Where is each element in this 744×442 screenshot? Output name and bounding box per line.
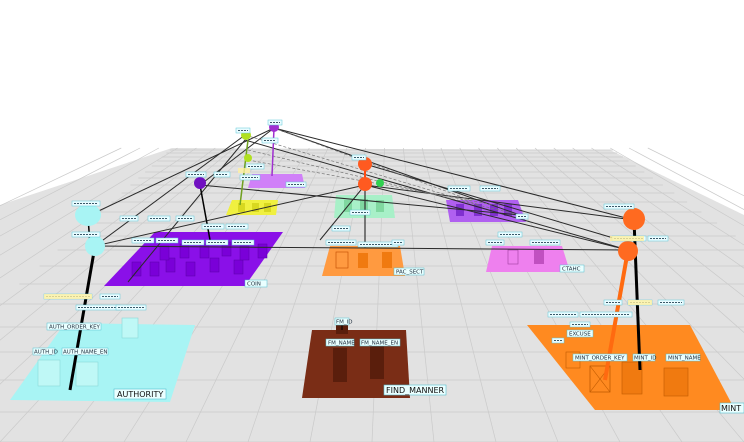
column-block[interactable] (358, 253, 368, 268)
ctahc-columns (507, 249, 544, 265)
col-label-fm-id: FM_ID (336, 320, 353, 326)
col-label-mint-name: MINT_NAME (668, 356, 701, 362)
ctahc-labels: CTAHC (559, 264, 585, 273)
table-label-pac-sect: PAC_SECT (396, 270, 424, 276)
column-block[interactable] (75, 361, 99, 387)
column-block[interactable] (159, 245, 170, 261)
relation-lines (87, 127, 635, 283)
node-coin[interactable] (194, 177, 206, 189)
mint-labels: MINT_ORDER_KEY MINT_ID MINT_NAME EXCUSE … (566, 329, 744, 414)
column-block[interactable] (37, 359, 61, 387)
col-label-auth-order-key: AUTH_ORDER_KEY (49, 325, 101, 331)
col-label-auth-id: AUTH_ID (34, 350, 58, 356)
column-block[interactable] (199, 243, 210, 259)
node-authority-lower[interactable] (85, 236, 105, 256)
column-block[interactable] (121, 317, 139, 339)
node-mint-upper[interactable] (623, 208, 645, 230)
table-label-ctahc: CTAHC (562, 267, 581, 273)
column-block[interactable] (663, 367, 689, 397)
column-block[interactable] (370, 345, 384, 379)
column-block[interactable] (209, 257, 220, 273)
relation-nodes (75, 122, 645, 261)
column-block[interactable] (589, 365, 611, 393)
authority-columns (37, 317, 139, 387)
column-block[interactable] (507, 249, 519, 265)
find-manner-labels: FM_ID FM_NAME FM_NAME_EN FIND_MANNER (325, 317, 447, 396)
node-green[interactable] (376, 179, 384, 187)
node-mint-lower[interactable] (618, 241, 638, 261)
pac-sect-columns (335, 251, 392, 269)
column-block[interactable] (333, 348, 347, 382)
table-label-coin: COIN (247, 282, 261, 288)
purple-small-columns (456, 204, 512, 216)
column-block[interactable] (534, 250, 544, 264)
column-block[interactable] (233, 259, 244, 275)
node-pac-lower[interactable] (358, 177, 372, 191)
column-block[interactable] (257, 243, 268, 259)
column-block[interactable] (382, 252, 392, 268)
node-lime-lower[interactable] (244, 154, 252, 162)
column-block[interactable] (335, 251, 349, 269)
col-label-mint-id: MINT_ID (634, 356, 656, 362)
node-pac-upper[interactable] (358, 157, 372, 171)
column-block[interactable] (165, 257, 176, 273)
col-label-fm-name: FM_NAME (328, 341, 355, 347)
column-block[interactable] (179, 243, 190, 259)
col-label-excuse: EXCUSE (569, 332, 591, 338)
col-label-mint-order-key: MINT_ORDER_KEY (575, 356, 625, 362)
column-block[interactable] (239, 245, 250, 261)
column-label-chips (43, 119, 685, 344)
col-label-auth-name-en: AUTH_NAME_EN (63, 350, 107, 356)
col-label-fm-name-en: FM_NAME_EN (361, 341, 398, 347)
column-block[interactable] (131, 261, 142, 277)
column-block[interactable] (621, 361, 643, 395)
authority-labels: AUTH_ORDER_KEY AUTH_ID AUTH_NAME_EN AUTH… (32, 322, 167, 400)
mint-columns (565, 351, 689, 397)
pac-sect-labels: PAC_SECT (393, 267, 425, 276)
node-authority-upper[interactable] (75, 204, 101, 226)
coin-columns (131, 241, 268, 277)
column-block[interactable] (149, 261, 160, 277)
table-label-find-manner: FIND_MANNER (386, 386, 445, 395)
table-platform-ctahc[interactable] (486, 246, 570, 272)
column-block[interactable] (185, 261, 196, 277)
table-label-authority: AUTHORITY (117, 390, 163, 399)
coin-labels: COIN (244, 279, 268, 288)
table-label-mint: MINT (721, 404, 741, 413)
